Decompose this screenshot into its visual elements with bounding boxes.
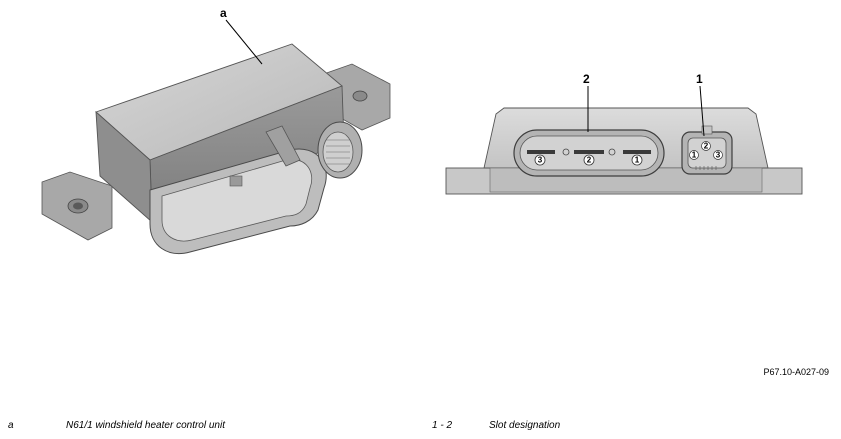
reference-code: P67.10-A027-09 xyxy=(763,367,829,377)
front-view: 3 2 1 2 1 3 xyxy=(445,107,803,195)
legend-text: Slot designation xyxy=(489,420,561,431)
large-connector-pin-label: 1 xyxy=(635,156,640,165)
callout-2: 2 xyxy=(583,72,590,132)
large-connector-pin-label: 3 xyxy=(538,156,543,165)
perspective-view xyxy=(41,43,391,254)
callout-a-label: a xyxy=(220,6,227,20)
small-connector-pin-label: 1 xyxy=(692,151,697,160)
callout-a: a xyxy=(220,6,263,65)
large-connector-pin-label: 2 xyxy=(587,156,592,165)
legend-key: 1 - 2 xyxy=(432,420,453,431)
small-connector-pin-label: 2 xyxy=(704,142,709,151)
legend-text: N61/1 windshield heater control unit xyxy=(66,420,225,431)
legend-key: a xyxy=(8,420,14,431)
callout-2-label: 2 xyxy=(583,72,590,86)
small-connector-pin-label: 3 xyxy=(716,151,721,160)
callout-1-label: 1 xyxy=(696,72,703,86)
callout-1: 1 xyxy=(696,72,705,137)
